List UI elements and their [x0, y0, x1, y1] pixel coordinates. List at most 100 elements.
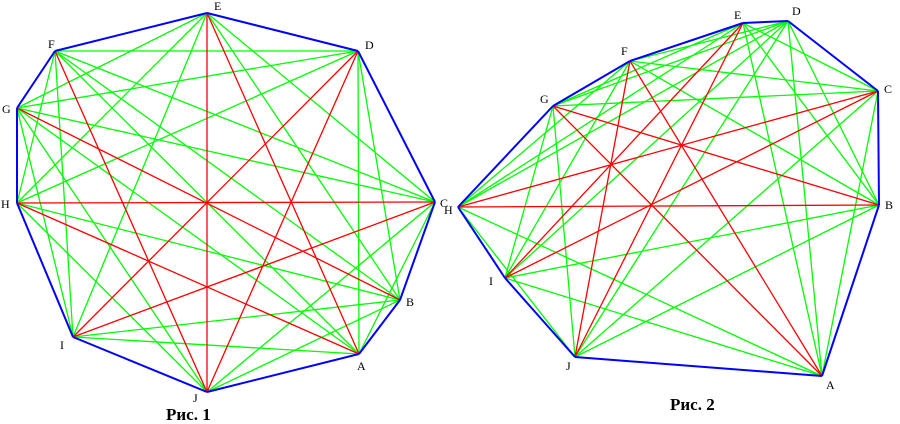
vertex-label-C: C — [440, 196, 448, 210]
vertex-label-J: J — [193, 391, 198, 405]
red-diagonal-CI — [72, 201, 436, 338]
vertex-label-E: E — [214, 0, 221, 13]
green-diagonal-FI — [54, 50, 74, 338]
green-diagonal-CJ — [574, 90, 879, 358]
red-diagonal-EJ — [574, 22, 744, 358]
vertex-label-B: B — [406, 295, 414, 309]
green-diagonal-CG — [552, 90, 879, 107]
red-diagonal-AE — [206, 12, 360, 355]
vertex-label-G: G — [2, 102, 11, 116]
green-diagonal-EH — [457, 22, 744, 208]
vertex-label-J: J — [566, 359, 571, 373]
green-diagonal-BI — [72, 299, 401, 338]
red-diagonal-CH — [457, 90, 879, 208]
side-DE — [742, 20, 789, 24]
vertex-label-H: H — [1, 197, 10, 211]
green-diagonal-AI — [504, 277, 823, 377]
red-diagonal-EI — [504, 22, 744, 279]
vertex-label-A: A — [357, 359, 366, 373]
green-diagonal-AH — [457, 206, 823, 377]
side-FG — [16, 50, 56, 109]
side-AB — [358, 299, 401, 355]
side-IJ — [504, 277, 576, 358]
red-diagonal-DI — [72, 50, 359, 338]
vertex-label-A: A — [826, 378, 835, 392]
vertex-label-C: C — [884, 82, 892, 96]
green-diagonal-DI — [504, 20, 789, 279]
vertex-label-E: E — [734, 8, 741, 22]
green-diagonal-BH — [16, 202, 401, 301]
green-diagonal-EH — [16, 12, 208, 204]
red-diagonal-BH — [457, 204, 880, 208]
green-diagonal-HJ — [457, 206, 576, 358]
side-EF — [629, 22, 744, 62]
vertex-label-F: F — [48, 37, 55, 51]
green-diagonal-DH — [457, 20, 789, 208]
vertex-label-F: F — [621, 44, 628, 58]
green-diagonal-EI — [72, 12, 208, 338]
vertex-label-I: I — [489, 274, 493, 288]
side-CD — [357, 50, 436, 203]
green-diagonal-FI — [504, 60, 631, 279]
red-diagonal-AG — [552, 105, 823, 377]
green-diagonal-AE — [742, 22, 823, 377]
green-diagonal-AI — [72, 336, 360, 355]
side-DE — [206, 12, 359, 52]
green-diagonal-CE — [206, 12, 436, 203]
red-diagonal-BG — [16, 107, 401, 301]
green-diagonal-CE — [742, 22, 879, 92]
figure-1-caption: Рис. 1 — [166, 405, 211, 424]
green-diagonal-CF — [54, 50, 436, 203]
side-AJ — [574, 356, 823, 377]
red-diagonal-CH — [16, 201, 436, 204]
green-diagonal-CF — [629, 60, 879, 92]
figure-2-caption: Рис. 2 — [670, 395, 715, 414]
red-diagonal-BG — [552, 105, 880, 206]
green-diagonal-DG — [16, 50, 359, 109]
green-diagonal-CJ — [206, 201, 436, 393]
side-AJ — [206, 353, 360, 393]
red-diagonal-AH — [16, 202, 360, 355]
green-diagonal-BD — [357, 50, 401, 301]
side-HI — [16, 202, 74, 338]
side-GH — [457, 105, 554, 208]
green-diagonal-CG — [16, 107, 436, 203]
green-diagonal-BF — [629, 60, 880, 206]
vertex-label-I: I — [60, 338, 64, 352]
side-HI — [457, 206, 506, 279]
green-diagonal-AC — [821, 90, 879, 377]
green-diagonal-DG — [552, 20, 789, 107]
green-diagonal-DF — [629, 20, 789, 62]
red-diagonal-FJ — [54, 50, 208, 393]
green-diagonal-BE — [206, 12, 401, 301]
side-BC — [399, 201, 436, 301]
green-diagonal-BI — [504, 204, 880, 279]
red-diagonal-FJ — [574, 60, 631, 358]
side-EF — [54, 12, 208, 52]
red-diagonal-CI — [504, 90, 879, 279]
vertex-label-B: B — [885, 198, 893, 212]
green-diagonal-GI — [504, 105, 554, 279]
red-diagonal-DJ — [206, 50, 359, 393]
green-diagonal-AD — [787, 20, 823, 377]
green-diagonal-GJ — [552, 105, 576, 358]
green-diagonal-BJ — [206, 299, 401, 393]
side-AB — [821, 204, 880, 377]
side-CD — [787, 20, 879, 92]
red-diagonal-AF — [629, 60, 823, 377]
vertex-label-D: D — [792, 4, 801, 18]
green-diagonal-EG — [16, 12, 208, 109]
vertex-label-H: H — [444, 203, 453, 217]
green-diagonal-AC — [358, 201, 436, 355]
side-IJ — [72, 336, 208, 393]
side-FG — [552, 60, 631, 107]
side-BC — [877, 90, 880, 206]
green-diagonal-GJ — [16, 107, 208, 393]
green-diagonal-FH — [457, 60, 631, 208]
green-diagonal-GI — [16, 107, 74, 338]
green-diagonal-EG — [552, 22, 744, 107]
green-diagonal-DH — [16, 50, 359, 204]
vertex-label-G: G — [540, 92, 549, 106]
